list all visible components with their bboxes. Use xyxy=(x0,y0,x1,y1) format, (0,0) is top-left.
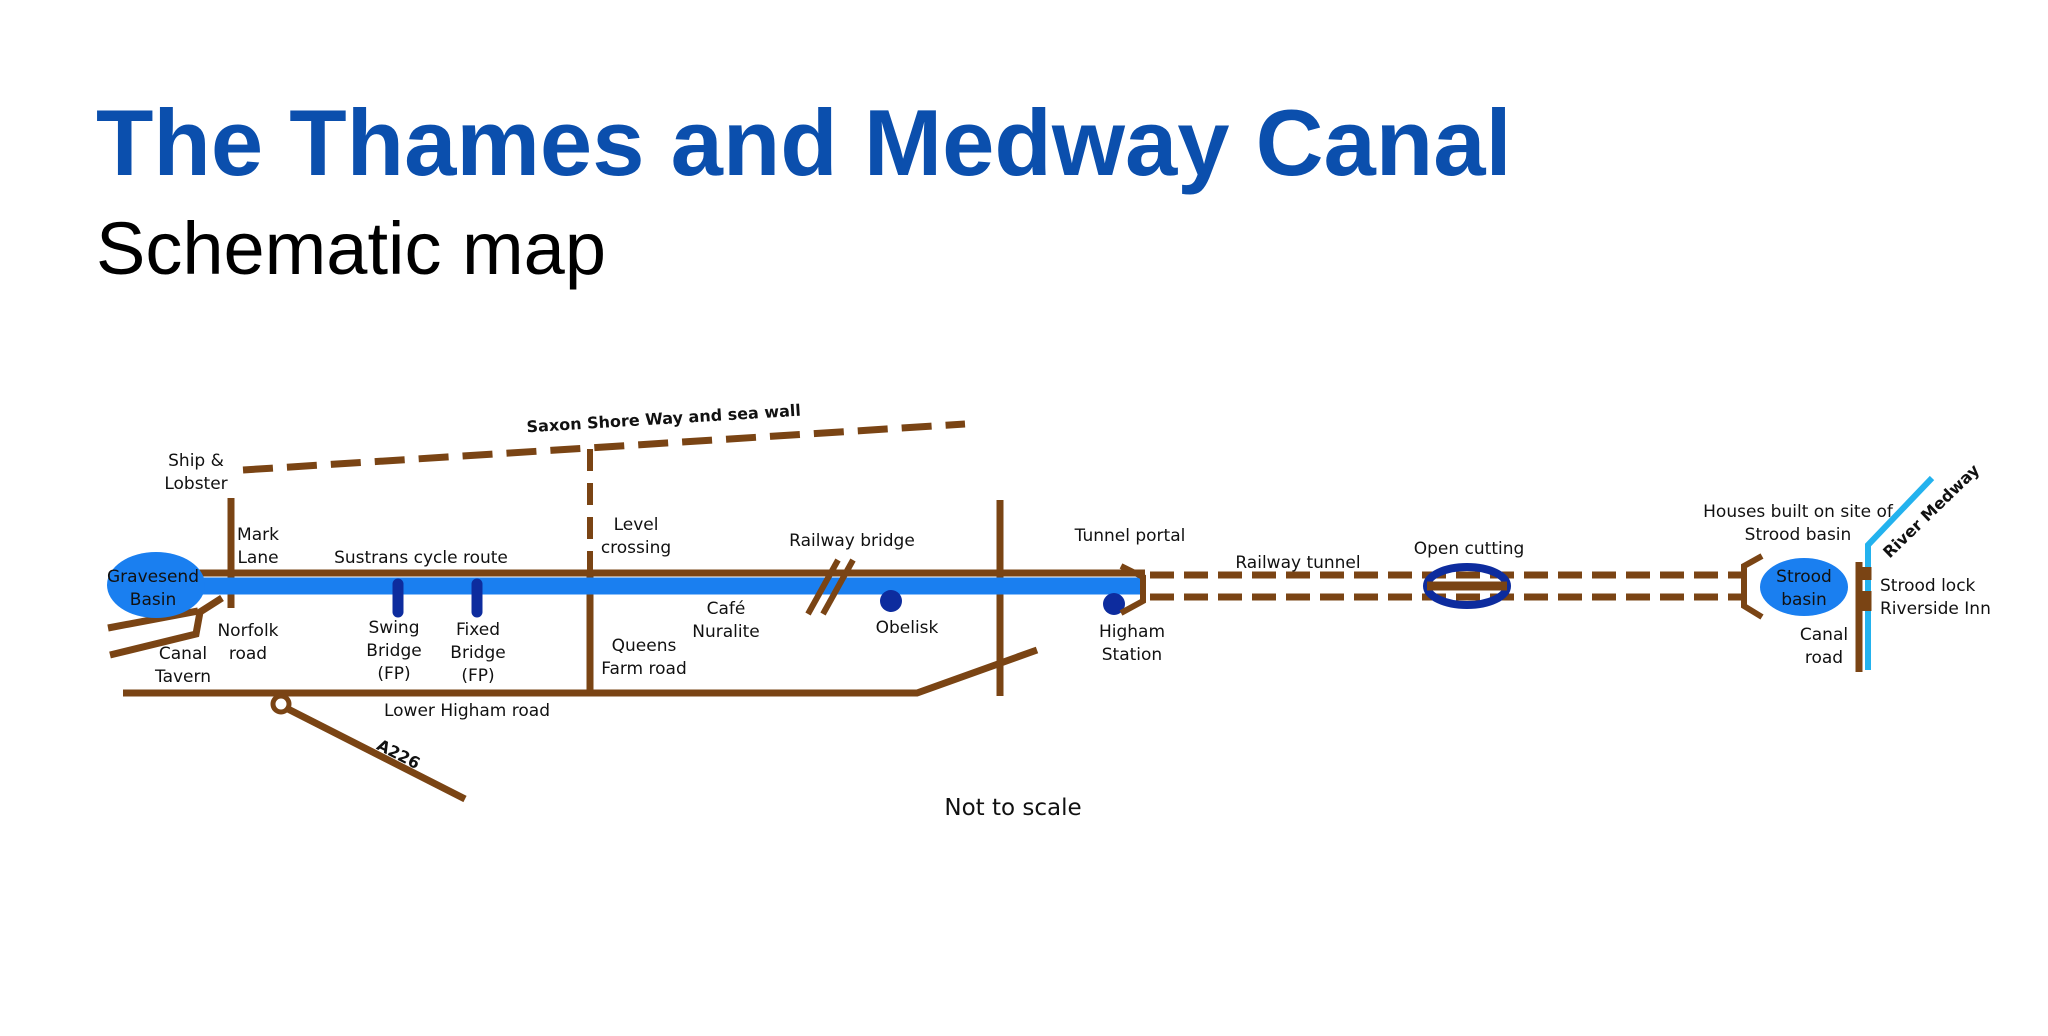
label-open-cutting: Open cutting xyxy=(1414,539,1525,559)
label-houses-strood-2: Strood basin xyxy=(1745,525,1852,545)
roundabout xyxy=(270,693,292,715)
norfolk-road xyxy=(109,595,224,659)
label-fixed-bridge-2: Bridge xyxy=(450,643,505,663)
label-canal-tavern-1: Canal xyxy=(159,644,207,664)
label-fixed-bridge-1: Fixed xyxy=(456,620,500,640)
saxon-shore-way-path xyxy=(242,420,966,474)
label-railway-bridge: Railway bridge xyxy=(789,531,915,551)
label-ship-lobster-2: Lobster xyxy=(164,474,227,494)
label-canal-road-1: Canal xyxy=(1800,625,1848,645)
label-mark-lane-1: Mark xyxy=(237,525,279,545)
label-ship-lobster-1: Ship & xyxy=(168,451,224,471)
strood-basin xyxy=(1760,558,1848,616)
higham-station-marker xyxy=(1103,593,1125,615)
label-gravesend-basin-2: Basin xyxy=(130,590,176,610)
label-sustrans-cycle-route: Sustrans cycle route xyxy=(334,548,508,568)
label-queens-farm-2: Farm road xyxy=(601,659,687,679)
label-higham-station-2: Station xyxy=(1102,645,1162,665)
label-riverside-inn: Riverside Inn xyxy=(1880,599,1991,619)
a226-road xyxy=(284,704,467,803)
label-strood-basin-2: basin xyxy=(1781,590,1827,610)
label-cafe-nuralite-1: Café xyxy=(707,599,746,619)
label-norfolk-road-1: Norfolk xyxy=(217,621,278,641)
label-canal-tavern-2: Tavern xyxy=(154,667,211,687)
railway-bridge-line-1 xyxy=(805,558,841,616)
railway-bridge-line-2 xyxy=(820,558,856,616)
page-title: The Thames and Medway Canal xyxy=(96,90,1512,195)
canal-tavern-road xyxy=(107,607,199,632)
label-level-crossing-1: Level xyxy=(614,515,659,535)
label-canal-road-2: road xyxy=(1805,648,1843,668)
obelisk-marker xyxy=(880,590,902,612)
label-fixed-bridge-3: (FP) xyxy=(461,666,494,686)
label-tunnel-portal: Tunnel portal xyxy=(1074,526,1186,546)
tunnel-portal-west xyxy=(1119,563,1146,616)
label-swing-bridge-3: (FP) xyxy=(377,664,410,684)
label-river-medway: River Medway xyxy=(1879,460,1983,562)
label-gravesend-basin-1: Gravesend xyxy=(107,567,199,587)
river-medway xyxy=(1865,475,1935,670)
label-railway-tunnel: Railway tunnel xyxy=(1235,553,1360,573)
label-level-crossing-2: crossing xyxy=(601,538,671,558)
tunnel-portal-east xyxy=(1741,553,1764,620)
label-higham-station-1: Higham xyxy=(1099,622,1165,642)
label-queens-farm-1: Queens xyxy=(612,636,677,656)
label-cafe-nuralite-2: Nuralite xyxy=(692,622,759,642)
label-saxon-shore-way: Saxon Shore Way and sea wall xyxy=(526,401,801,437)
label-lower-higham-road: Lower Higham road xyxy=(384,701,550,721)
label-strood-lock: Strood lock xyxy=(1880,576,1976,596)
label-swing-bridge-1: Swing xyxy=(369,618,420,638)
label-norfolk-road-2: road xyxy=(229,644,267,664)
label-strood-basin-1: Strood xyxy=(1776,567,1832,587)
page-subtitle: Schematic map xyxy=(96,207,606,290)
label-obelisk: Obelisk xyxy=(876,618,939,638)
label-mark-lane-2: Lane xyxy=(237,548,278,568)
gravesend-basin xyxy=(107,552,205,618)
label-swing-bridge-2: Bridge xyxy=(366,641,421,661)
label-not-to-scale: Not to scale xyxy=(944,795,1081,821)
label-houses-strood-1: Houses built on site of xyxy=(1703,502,1894,522)
